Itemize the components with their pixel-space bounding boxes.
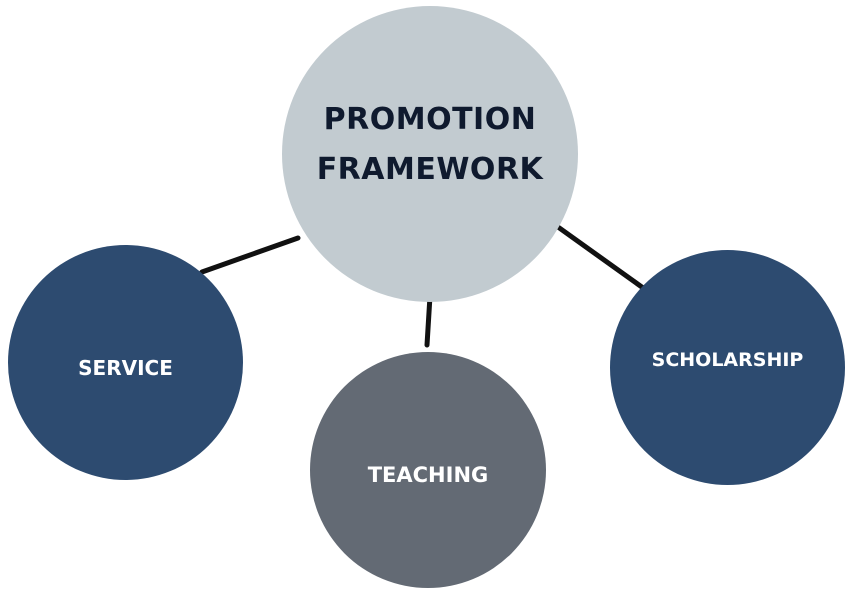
service-node-label: SERVICE <box>78 355 173 380</box>
center-node-label: PROMOTION FRAMEWORK <box>316 102 544 187</box>
teaching-node-label: TEACHING <box>367 463 489 487</box>
connector-service <box>199 235 301 275</box>
scholarship-node-label: SCHOLARSHIP <box>651 348 804 371</box>
center-node: PROMOTION FRAMEWORK <box>282 6 578 302</box>
connector-teaching <box>424 293 433 348</box>
teaching-node: TEACHING <box>310 352 546 588</box>
service-node: SERVICE <box>8 245 243 480</box>
scholarship-node: SCHOLARSHIP <box>610 250 845 485</box>
connector-scholarship <box>555 224 649 293</box>
